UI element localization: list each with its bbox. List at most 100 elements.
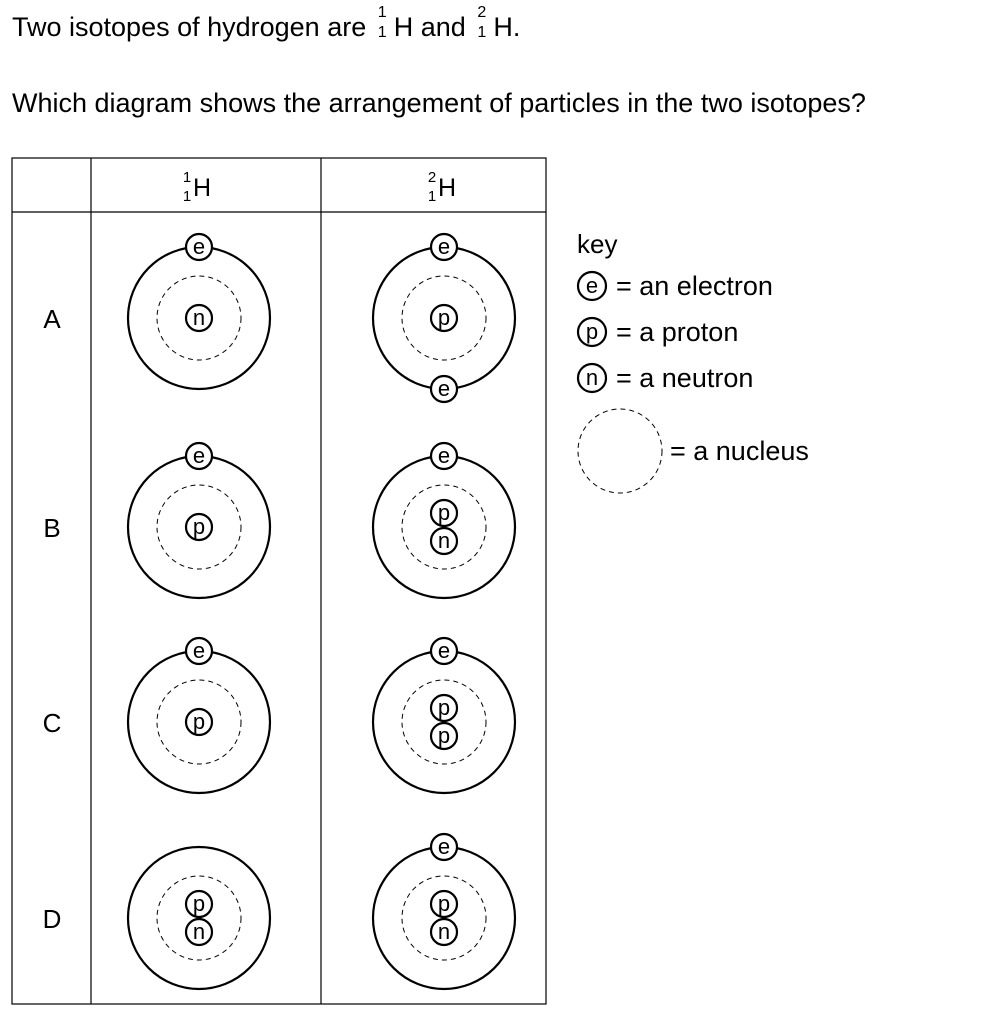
electron-particle: e (429, 232, 459, 262)
proton-particle-ring (429, 498, 459, 528)
electron-particle-ring (184, 232, 214, 262)
header-atomic-number: 1 (428, 188, 436, 205)
atom-A-col2: p e e (371, 232, 517, 404)
nucleus-boundary (156, 275, 242, 361)
proton-particle: p (429, 721, 459, 751)
isotope-2-notation: 2 1 (477, 4, 487, 41)
question-line-1: Two isotopes of hydrogen are 1 1 H and 2… (12, 4, 520, 43)
key-neutron-text: = a neutron (616, 363, 753, 393)
question-and: and (420, 12, 466, 42)
electron-particle-symbol: e (438, 834, 450, 859)
table-border (11, 157, 547, 1005)
atom-B-col2: pn e (371, 441, 517, 600)
nucleus-boundary (156, 484, 242, 570)
row-label-B: B (43, 513, 60, 543)
neutron-particle: n (184, 303, 214, 333)
electron-particle-ring (429, 374, 459, 404)
neutron-particle-ring (184, 917, 214, 947)
key-neutron-icon: n (576, 362, 608, 394)
row-label-C: C (43, 708, 62, 738)
electron-particle-symbol: e (193, 443, 205, 468)
row-label-D: D (43, 904, 62, 934)
header-mass-number: 2 (428, 169, 436, 186)
proton-particle-ring (429, 303, 459, 333)
proton-particle-symbol: p (193, 891, 205, 916)
electron-particle-ring (429, 232, 459, 262)
neutron-particle-symbol: n (438, 528, 450, 553)
row-label-A: A (43, 304, 61, 334)
neutron-particle-ring (429, 526, 459, 556)
electron-particle-symbol: e (193, 638, 205, 663)
electron-particle: e (429, 636, 459, 666)
proton-particle-ring (429, 889, 459, 919)
key-electron-icon-symbol: e (586, 273, 598, 298)
question-line-2: Which diagram shows the arrangement of p… (12, 88, 866, 118)
proton-particle: p (184, 889, 214, 919)
key-electron-icon-ring (576, 270, 608, 302)
nucleus-boundary (401, 484, 487, 570)
proton-particle-symbol: p (438, 500, 450, 525)
proton-particle-symbol: p (193, 514, 205, 539)
header-mass-number: 1 (183, 169, 191, 186)
nucleus-boundary (156, 875, 242, 961)
proton-particle-ring (429, 721, 459, 751)
proton-particle-symbol: p (438, 695, 450, 720)
atom-B-col1: pe (126, 441, 272, 600)
electron-particle-ring (429, 832, 459, 862)
neutron-particle: n (429, 917, 459, 947)
key-proton-text: = a proton (616, 317, 738, 347)
header-symbol: H (438, 174, 456, 202)
proton-particle: p (429, 889, 459, 919)
atom-D-col2: pn e (371, 832, 517, 991)
neutron-particle: n (184, 917, 214, 947)
nucleus-boundary (401, 679, 487, 765)
electron-particle-symbol: e (193, 234, 205, 259)
electron-particle: e (429, 832, 459, 862)
key-proton-icon: p (576, 316, 608, 348)
key-neutron-icon-ring (576, 362, 608, 394)
key-electron-icon: e (576, 270, 608, 302)
neutron-particle-symbol: n (193, 305, 205, 330)
neutron-particle-ring (184, 303, 214, 333)
key-nucleus-text: = a nucleus (670, 436, 809, 466)
nucleus-boundary (401, 875, 487, 961)
nucleus-boundary (401, 275, 487, 361)
proton-particle-symbol: p (438, 305, 450, 330)
electron-particle-symbol: e (438, 376, 450, 401)
header-symbol: H (193, 174, 211, 202)
neutron-particle-symbol: n (193, 919, 205, 944)
electron-particle: e (429, 441, 459, 471)
isotope-1-notation: 1 1 (377, 4, 387, 41)
neutron-particle-symbol: n (438, 919, 450, 944)
question-prefix: Two isotopes of hydrogen are (12, 12, 367, 42)
proton-particle-symbol: p (438, 891, 450, 916)
electron-particle: e (184, 636, 214, 666)
electron-shell (126, 845, 272, 991)
electron-particle-ring (184, 636, 214, 666)
atom-A-col1: ne (126, 232, 272, 391)
electron-particle-ring (429, 441, 459, 471)
proton-particle-ring (184, 707, 214, 737)
electron-particle-symbol: e (438, 443, 450, 468)
electron-particle-ring (184, 441, 214, 471)
proton-particle-symbol: p (193, 709, 205, 734)
electron-particle-symbol: e (438, 638, 450, 663)
proton-particle: p (429, 693, 459, 723)
neutron-particle-ring (429, 917, 459, 947)
key-title: key (577, 229, 617, 259)
proton-particle: p (184, 707, 214, 737)
key-proton-icon-symbol: p (586, 319, 598, 344)
electron-particle: e (184, 441, 214, 471)
key-neutron-icon-symbol: n (586, 365, 598, 390)
atom-C-col1: pe (126, 636, 272, 795)
nucleus-boundary (156, 679, 242, 765)
neutron-particle: n (429, 526, 459, 556)
proton-particle: p (429, 303, 459, 333)
electron-particle: e (184, 232, 214, 262)
electron-particle: e (429, 374, 459, 404)
atom-C-col2: pp e (371, 636, 517, 795)
